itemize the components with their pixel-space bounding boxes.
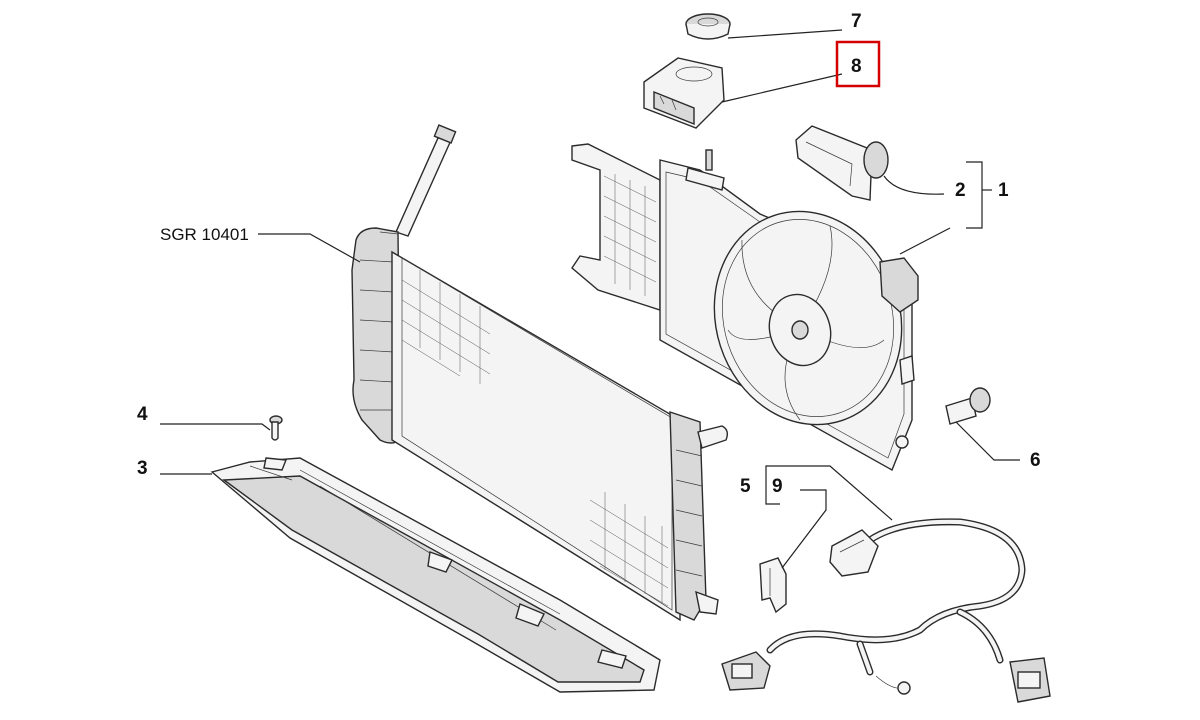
hex-screw[interactable] [945, 387, 991, 425]
upper-support-bracket[interactable] [643, 57, 725, 129]
reference-code-label: SGR 10401 [160, 225, 249, 244]
leader-lines [160, 29, 1020, 569]
callout-2: 2 [955, 180, 966, 201]
callout-4: 4 [137, 404, 148, 425]
radiator[interactable] [351, 124, 729, 622]
fan-shroud-assembly[interactable] [571, 143, 929, 472]
fan-resistor[interactable] [795, 125, 889, 201]
lower-air-deflector[interactable] [210, 457, 661, 693]
callout-1: 1 [998, 180, 1009, 201]
wiring-harness[interactable] [721, 518, 1051, 703]
highlight-box [835, 40, 881, 88]
callout-5: 5 [740, 476, 751, 497]
bolt[interactable] [269, 415, 283, 441]
callout-3: 3 [137, 458, 148, 479]
rubber-bushing[interactable] [685, 13, 731, 40]
callout-7: 7 [851, 11, 862, 32]
callout-9: 9 [772, 476, 783, 497]
callout-6: 6 [1030, 450, 1041, 471]
harness-clip[interactable] [759, 557, 787, 614]
callout-8[interactable]: 8 [851, 56, 862, 77]
